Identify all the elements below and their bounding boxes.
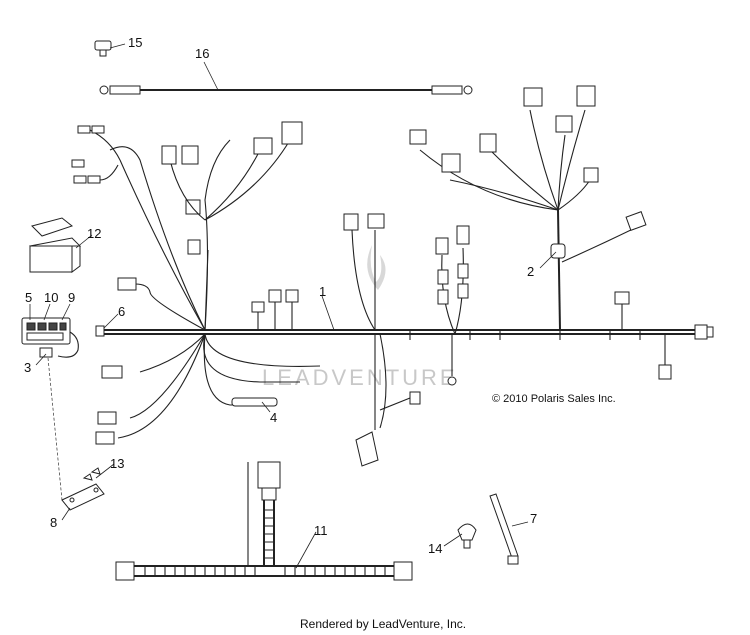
main-harness-1[interactable] bbox=[95, 289, 714, 380]
right-upper-bundle-2[interactable] bbox=[409, 85, 647, 331]
bolt-15[interactable] bbox=[94, 40, 112, 57]
callout-7: 7 bbox=[530, 511, 537, 526]
callout-14: 14 bbox=[428, 541, 442, 556]
bracket-dash-line bbox=[47, 357, 63, 501]
cable-tie-7[interactable] bbox=[489, 493, 519, 565]
watermark-text: LEADVENTURE bbox=[262, 365, 458, 390]
sub-harness-11[interactable] bbox=[115, 461, 413, 581]
relay-labels bbox=[31, 217, 74, 237]
callout-8: 8 bbox=[50, 515, 57, 530]
callout-4: 4 bbox=[270, 410, 277, 425]
callout-numbers: 15 16 12 5 10 9 6 3 1 2 4 13 8 11 7 14 bbox=[24, 35, 537, 556]
callout-5: 5 bbox=[25, 290, 32, 305]
battery-cable-16[interactable] bbox=[99, 85, 473, 95]
leader-lines bbox=[29, 43, 557, 569]
callout-13: 13 bbox=[110, 456, 124, 471]
left-branch-wires[interactable] bbox=[71, 121, 321, 445]
callout-12: 12 bbox=[87, 226, 101, 241]
relay-12[interactable] bbox=[28, 237, 82, 273]
copyright-notice: © 2010 Polaris Sales Inc. bbox=[492, 393, 616, 405]
clip-14[interactable] bbox=[457, 523, 477, 549]
callout-2: 2 bbox=[527, 264, 534, 279]
middle-branch-wires[interactable] bbox=[343, 213, 470, 467]
callout-1: 1 bbox=[319, 284, 326, 299]
callout-15: 15 bbox=[128, 35, 142, 50]
bracket-8[interactable] bbox=[61, 483, 105, 511]
callout-10: 10 bbox=[44, 290, 58, 305]
callout-16: 16 bbox=[195, 46, 209, 61]
fuse-box[interactable] bbox=[21, 317, 79, 358]
callout-3: 3 bbox=[24, 360, 31, 375]
callout-9: 9 bbox=[68, 290, 75, 305]
callout-11: 11 bbox=[314, 523, 328, 538]
watermark: LEADVENTURE bbox=[262, 245, 458, 390]
fasteners-13[interactable] bbox=[82, 467, 101, 481]
footer-credit: Rendered by LeadVenture, Inc. bbox=[300, 617, 466, 631]
callout-6: 6 bbox=[118, 304, 125, 319]
